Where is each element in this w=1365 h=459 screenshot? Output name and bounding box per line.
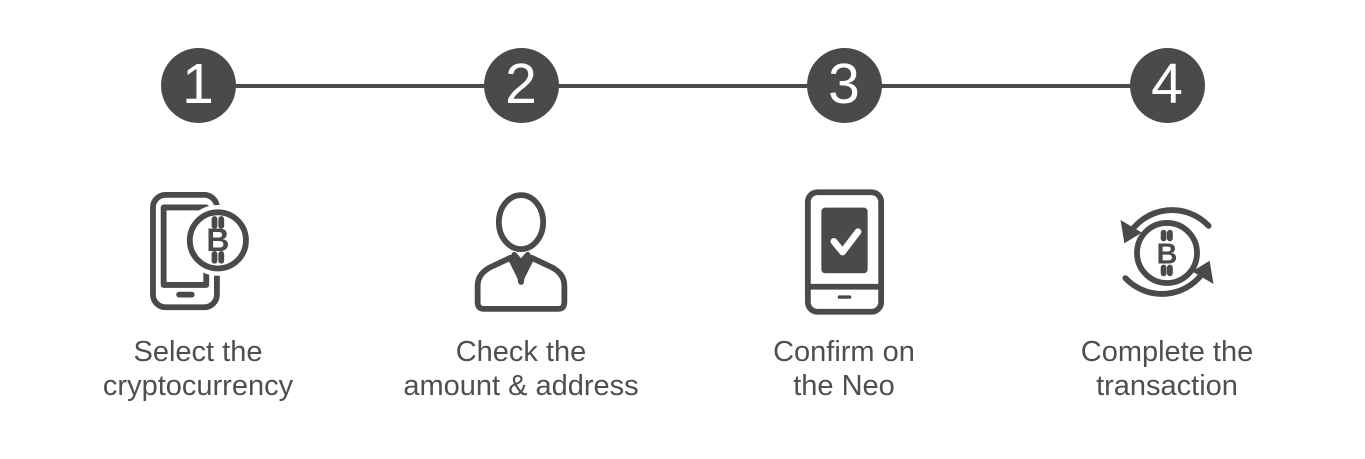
step-2-number-badge: 2 [483, 48, 559, 123]
bitcoin-letter: B [206, 222, 229, 258]
step-4-label: Complete the transaction [1081, 335, 1254, 403]
step-1-label-line1: Select the [133, 336, 263, 368]
crypto-transaction-stepper: 1 B Select the cryptocurrency 2 [37, 0, 1329, 403]
bitcoin-refresh-icon: B [1106, 187, 1228, 317]
step-2-label: Check the amount & address [403, 335, 638, 403]
device-logo-mark [837, 295, 851, 299]
step-2-label-line2: amount & address [403, 370, 639, 402]
step-1: 1 B Select the cryptocurrency [37, 0, 360, 403]
smartphone-bitcoin-icon: B [148, 187, 249, 317]
step-3-label-line2: the Neo [793, 370, 895, 402]
step-4-label-line2: transaction [1096, 370, 1238, 402]
step-3-label: Confirm on the Neo [773, 335, 915, 403]
step-4: 4 B Complete the transaction [1006, 0, 1329, 403]
step-3-number-badge: 3 [806, 48, 882, 123]
step-1-number-badge: 1 [160, 48, 236, 123]
step-2: 2 Check the amount & address [360, 0, 683, 403]
bitcoin-letter: B [1157, 239, 1178, 271]
steps-grid: 1 B Select the cryptocurrency 2 [37, 0, 1329, 403]
step-3: 3 Confirm on the Neo [683, 0, 1006, 403]
step-3-label-line1: Confirm on [773, 336, 915, 368]
businessman-icon [468, 187, 574, 317]
neo-device-check-icon [804, 187, 885, 317]
step-2-label-line1: Check the [455, 336, 587, 368]
step-1-label-line2: cryptocurrency [102, 370, 294, 402]
step-1-label: Select the cryptocurrency [103, 335, 293, 403]
stepper-connector-line [198, 84, 1167, 88]
step-4-label-line1: Complete the [1080, 336, 1254, 368]
step-4-number-badge: 4 [1129, 48, 1205, 123]
